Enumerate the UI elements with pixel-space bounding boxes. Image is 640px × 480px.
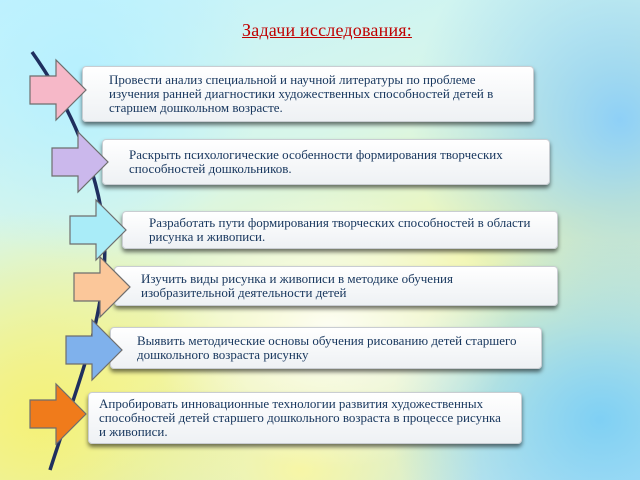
task-1-box: Провести анализ специальной и научной ли… — [82, 66, 534, 122]
task-5-arrow-icon — [65, 318, 123, 382]
task-5-text: Выявить методические основы обучения рис… — [137, 333, 517, 362]
task-6-box: Апробировать инновационные технологии ра… — [88, 392, 522, 444]
page-title: Задачи исследования: — [242, 20, 412, 40]
task-4-arrow-icon — [73, 255, 131, 319]
task-2-text: Раскрыть психологические особенности фор… — [129, 147, 503, 176]
task-4-box: Изучить виды рисунка и живописи в методи… — [114, 266, 558, 306]
task-2-arrow-icon — [51, 130, 109, 194]
task-6-text: Апробировать инновационные технологии ра… — [99, 396, 501, 439]
task-3-arrow-icon — [69, 198, 127, 262]
task-2-box: Раскрыть психологические особенности фор… — [102, 139, 550, 185]
task-1-arrow-icon — [29, 58, 87, 122]
task-1-text: Провести анализ специальной и научной ли… — [109, 72, 494, 115]
task-4-text: Изучить виды рисунка и живописи в методи… — [141, 271, 453, 300]
task-6-arrow-icon — [29, 382, 87, 446]
task-3-box: Разработать пути формирования творческих… — [122, 211, 558, 249]
task-5-box: Выявить методические основы обучения рис… — [110, 327, 542, 369]
task-3-text: Разработать пути формирования творческих… — [149, 215, 531, 244]
